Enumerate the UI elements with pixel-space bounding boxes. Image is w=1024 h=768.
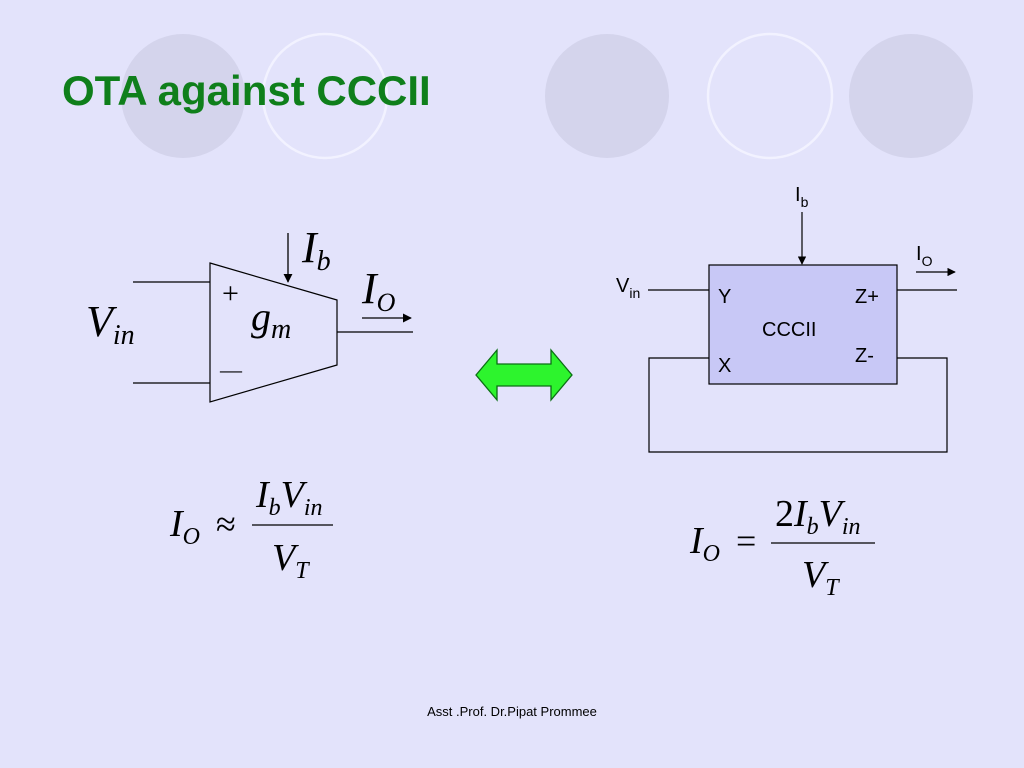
slide-footer: Asst .Prof. Dr.Pipat Prommee [427,704,597,719]
ota-symbol: + — Vin Ib IO gm [86,223,413,403]
cccii-port-x: X [718,355,731,377]
cccii-symbol: Ib IO Vin Y X Z+ Z- CCCII [616,184,957,453]
cccii-ib-label: Ib [795,184,809,210]
decor-circle-filled [121,34,245,158]
cccii-eq-denominator: VT [802,554,840,601]
cccii-eq-lhs: IO [689,520,720,567]
double-arrow-icon [475,348,573,402]
ota-minus-sign: — [219,357,243,382]
cccii-equation: IO = 2IbVin VT [689,493,875,601]
decor-circle-outline [706,32,834,160]
ota-trapezoid [209,262,338,403]
cccii-eq-relation: = [736,521,756,561]
decor-circle-filled [545,34,669,158]
cccii-feedback-wire [648,357,948,453]
ota-equation: IO ≈ IbVin VT [169,474,333,584]
ota-eq-denominator: VT [272,537,310,584]
ota-eq-numerator: IbVin [255,474,323,521]
cccii-port-zminus: Z- [855,345,874,367]
ota-eq-lhs: IO [169,503,200,550]
slide-title: OTA against CCCII [62,67,431,114]
decor-circle-filled [849,34,973,158]
cccii-block-label: CCCII [762,319,816,341]
cccii-port-y: Y [718,286,731,308]
ota-eq-relation: ≈ [216,504,236,544]
cccii-block [708,264,898,385]
cccii-eq-numerator: 2IbVin [775,493,861,540]
decor-circle-outline [261,32,389,160]
ota-vin-label: Vin [86,297,135,351]
ota-gm-label: gm [251,294,291,345]
cccii-io-label: IO [916,243,933,269]
cccii-port-zplus: Z+ [855,286,879,308]
ota-io-label: IO [361,264,396,317]
cccii-vin-label: Vin [616,275,640,301]
ota-ib-label: Ib [301,223,331,277]
ota-plus-sign: + [222,277,239,310]
